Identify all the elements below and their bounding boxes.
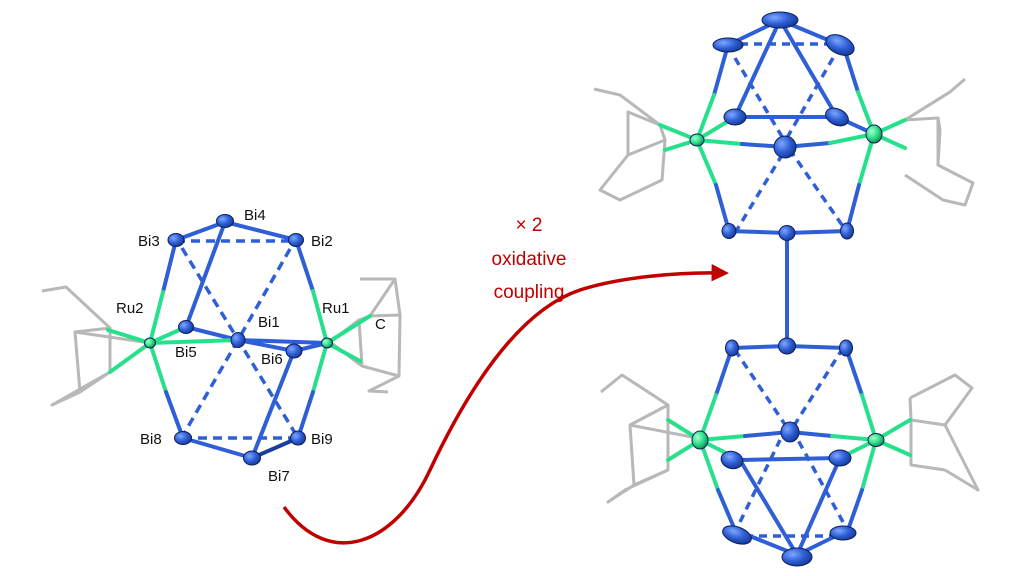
dimer-atom-bi xyxy=(839,339,853,357)
atom-bi7 xyxy=(243,450,261,466)
dimer-dashed-bonds xyxy=(733,42,845,538)
dimer-atom-ru xyxy=(867,433,885,447)
reaction-label-line2: coupling xyxy=(494,282,565,303)
dimer-structure xyxy=(593,11,980,567)
label-bi5: Bi5 xyxy=(175,344,197,361)
dimer-atom-bi xyxy=(773,135,797,159)
atom-bi8 xyxy=(174,431,192,445)
atom-ru1 xyxy=(321,337,333,349)
label-ru1: Ru1 xyxy=(322,300,350,317)
label-bi1: Bi1 xyxy=(258,314,280,331)
dimer-atom-bi xyxy=(721,223,737,239)
dimer-atom-ru xyxy=(691,430,709,450)
dimer-atom-bi xyxy=(825,107,849,127)
label-ru2: Ru2 xyxy=(116,300,144,317)
dimer-atom-bi xyxy=(840,222,854,240)
dimer-atom-bi xyxy=(825,34,855,56)
dimer-atom-bi xyxy=(828,449,852,467)
dimer-atom-bi xyxy=(781,547,813,567)
dimer-atom-bi xyxy=(723,108,747,126)
reaction-arrow[interactable]: × 2 oxidative coupling xyxy=(282,215,729,545)
dimer-atom-ru xyxy=(865,124,883,144)
label-bi9: Bi9 xyxy=(311,431,333,448)
dimer-atom-bi xyxy=(780,421,800,443)
monomer-labels: Bi4 Bi3 Bi2 Ru2 Ru1 Bi1 C Bi5 Bi6 Bi8 Bi… xyxy=(116,207,386,485)
atom-bi5 xyxy=(178,320,194,334)
dimer-atom-bi xyxy=(829,525,857,541)
label-bi2: Bi2 xyxy=(311,233,333,250)
atom-bi9 xyxy=(290,430,306,446)
dimer-atom-bi xyxy=(761,11,799,29)
dimer-atom-bi xyxy=(720,450,744,470)
dimer-bonds xyxy=(658,18,912,557)
label-bi7: Bi7 xyxy=(268,468,290,485)
dimer-atom-bi xyxy=(778,225,796,241)
atom-bi3 xyxy=(167,233,185,247)
monomer-structure: Bi4 Bi3 Bi2 Ru2 Ru1 Bi1 C Bi5 Bi6 Bi8 Bi… xyxy=(41,207,402,485)
atom-bi1 xyxy=(230,332,246,348)
monomer-atoms xyxy=(144,214,333,466)
atom-bi6 xyxy=(285,343,303,359)
label-bi3: Bi3 xyxy=(138,233,160,250)
atom-ru2 xyxy=(144,337,156,349)
label-c: C xyxy=(375,316,386,333)
dimer-atom-ru xyxy=(689,133,705,147)
dimer-top-cp-right xyxy=(903,77,975,207)
dimer-bottom-cp-right xyxy=(908,373,980,492)
dimer-atom-bi xyxy=(712,37,744,53)
curved-arrow[interactable] xyxy=(282,264,729,545)
label-bi4: Bi4 xyxy=(244,207,266,224)
reaction-multiplier: × 2 xyxy=(516,215,543,236)
dimer-atom-bi xyxy=(725,339,739,357)
dimer-atoms xyxy=(689,11,885,567)
atom-bi2 xyxy=(288,233,304,247)
dimer-atom-bi xyxy=(778,337,796,355)
label-bi6: Bi6 xyxy=(261,351,283,368)
dimer-atom-bi xyxy=(722,525,752,545)
dimer-bottom-cp-left xyxy=(600,373,698,504)
atom-bi4 xyxy=(216,214,234,228)
label-bi8: Bi8 xyxy=(140,431,162,448)
reaction-label-line1: oxidative xyxy=(492,249,567,270)
